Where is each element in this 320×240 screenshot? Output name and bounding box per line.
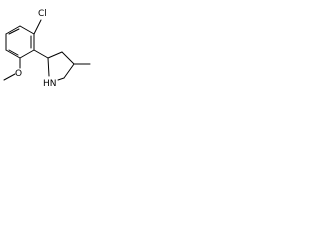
benzene-ring (5, 25, 35, 59)
double-bond-inner-2 (8, 49, 19, 56)
oxygen-label: O (15, 69, 22, 79)
bond-to-chlorine (33, 19, 42, 35)
bond-c2-c3 (47, 51, 63, 59)
bond-aryl-to-pyrrolidine (33, 49, 49, 59)
molecule-structure: Cl O HN (3, 9, 91, 89)
bond-ring-bottom-right (19, 49, 35, 59)
bond-n-c2 (47, 57, 50, 77)
bond-ring-top-left (5, 25, 21, 35)
pyrrolidine-ring (47, 51, 75, 81)
nitrogen-label: HN (43, 79, 57, 89)
bond-ring-bottom-left (5, 49, 21, 59)
chlorine-label: Cl (38, 9, 47, 19)
bond-c3-c4 (61, 51, 75, 65)
bond-c4-c5 (63, 63, 75, 79)
bond-ring-top-right (19, 25, 35, 35)
bond-methyl (3, 73, 16, 81)
bond-c5-n (57, 77, 65, 81)
double-bond-inner-3 (8, 28, 20, 35)
